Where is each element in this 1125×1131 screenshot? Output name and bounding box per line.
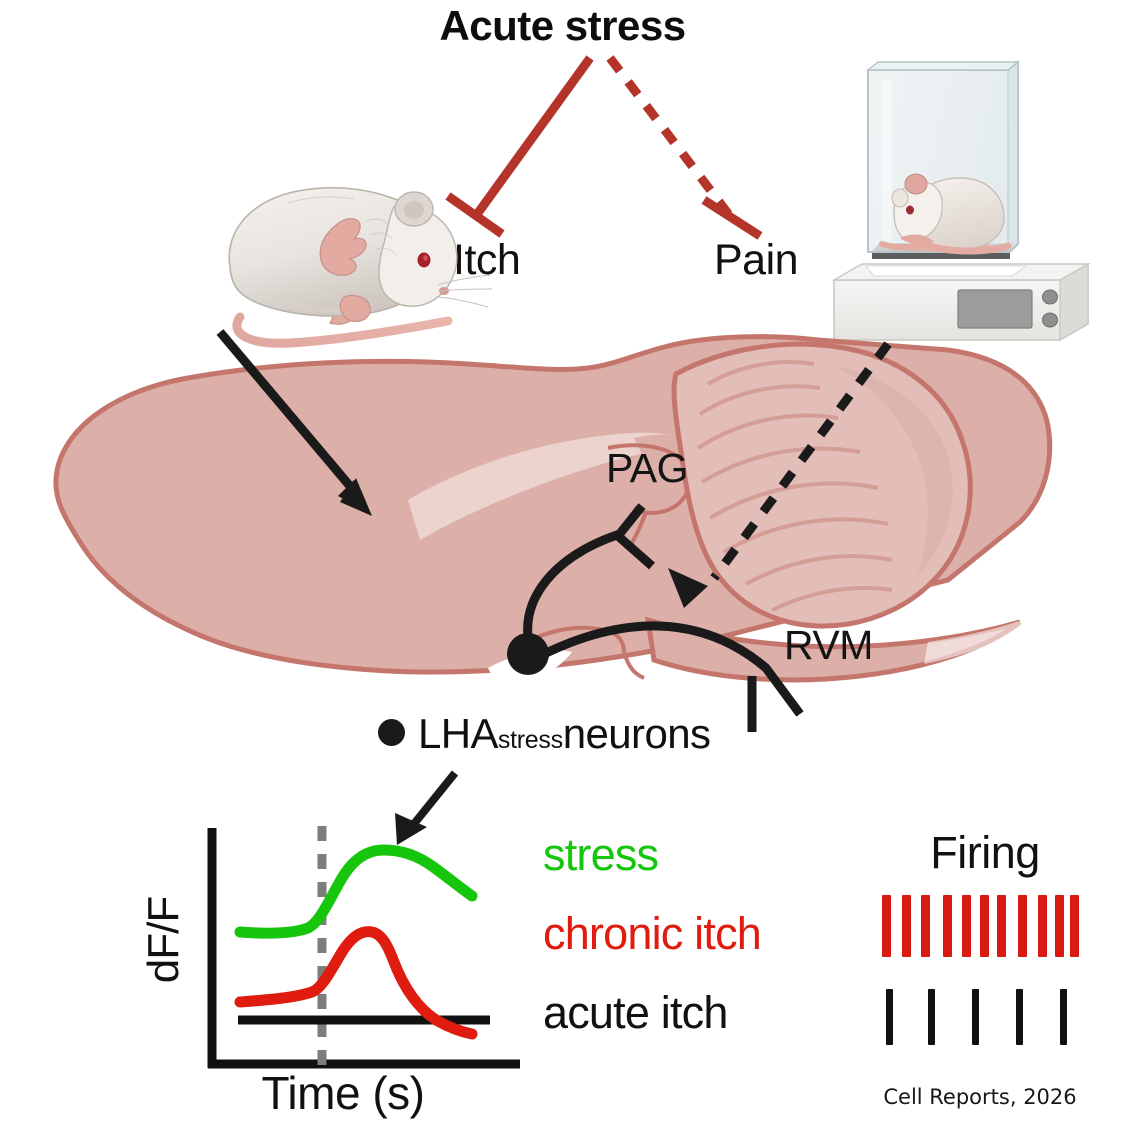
plot-legend: stress chronic itch acute itch [543,832,863,1069]
circuit-connectors [216,329,892,732]
raster-tick [1055,895,1064,957]
citation-text: Cell Reports, 2026 [883,1085,1077,1109]
raster-tick [943,895,952,957]
plot-x-axis-label: Time (s) [261,1067,425,1119]
legend-item-chronic-itch: chronic itch [543,908,762,959]
trace-chronic-itch [234,926,478,1040]
dff-time-plot [207,826,520,1069]
raster-tick [902,895,911,957]
lha-to-rvm-projection [535,621,804,732]
raster-tick [997,895,1006,957]
raster-tick [921,895,930,957]
raster-tick [1070,895,1079,957]
lha-dot-icon [378,719,405,746]
legend-item-stress: stress [543,829,659,880]
acute-itch-raster [880,989,1095,1045]
trace-stress [234,844,478,939]
raster-tick [972,989,979,1045]
raster-tick [962,895,971,957]
label-rvm: RVM [784,622,873,668]
firing-panel-title: Firing [930,827,1040,878]
pain-input-dashed-arrow [668,341,892,608]
raster-tick [980,895,989,957]
legend-item-acute-itch: acute itch [543,987,728,1038]
raster-tick [1018,895,1027,957]
raster-tick [1038,895,1047,957]
cerebellum [671,341,973,629]
inhibition-arrows [445,55,763,240]
plot-y-axis-label: dF/F [139,896,188,984]
mouse-brain-sagittal-diagram [53,334,1053,683]
page-title: Acute stress [439,2,686,49]
label-pag: PAG [606,445,689,491]
stress-inhibits-pain-connector [606,55,763,240]
raster-tick [882,895,891,957]
lha-soma-node [507,633,549,675]
raster-tick [1060,989,1067,1045]
chronic-itch-raster [880,895,1095,957]
lha-to-pag-projection [523,503,655,655]
label-itch: Itch [453,236,521,284]
lha-to-plot-arrow [395,770,459,845]
stress-inhibits-itch-connector [445,55,594,238]
itch-input-arrow [216,329,372,516]
lha-suffix: neurons [562,710,711,757]
raster-tick [928,989,935,1045]
scratching-mouse-illustration [228,186,493,348]
raster-tick [1016,989,1023,1045]
von-frey-apparatus-illustration [831,59,1091,342]
lha-prefix: LHA [418,710,499,757]
label-pain: Pain [714,236,799,284]
lha-superscript: stress [497,726,563,754]
firing-raster-panel [880,895,1095,1055]
raster-tick [886,989,893,1045]
